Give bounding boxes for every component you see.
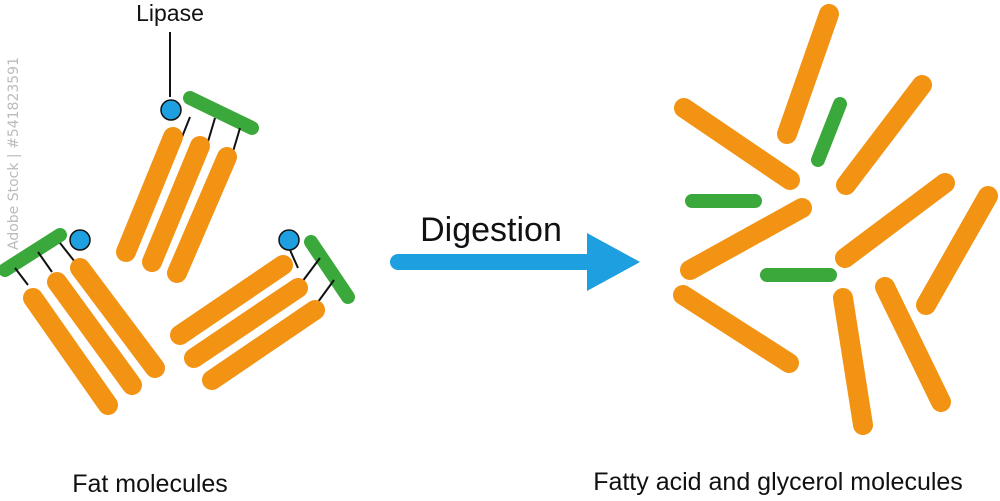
fatty-acid: [673, 285, 799, 373]
fatty-acid-chain: [170, 255, 293, 345]
bond-line: [289, 249, 299, 269]
bond-line: [59, 242, 76, 263]
products-label: Fatty acid and glycerol molecules: [593, 468, 963, 496]
bond-line: [317, 279, 335, 303]
bond-line: [37, 251, 53, 273]
fat-molecules-label: Fat molecules: [72, 470, 228, 498]
fatty-acid: [777, 4, 839, 144]
fat-molecule-left: [0, 228, 165, 415]
arrowhead: [587, 233, 640, 291]
digestion-label: Digestion: [420, 211, 562, 249]
fatty-acid-chain: [184, 278, 308, 368]
fatty-acid-chain: [70, 258, 165, 378]
bond-line: [14, 267, 29, 286]
glycerol-bar: [183, 91, 259, 135]
fatty-acid: [680, 198, 812, 280]
lipase-label: Lipase: [136, 0, 204, 26]
fatty-acid-chain: [23, 288, 118, 415]
fatty-acid-chain: [202, 300, 325, 390]
fatty-acid: [875, 277, 951, 412]
fatty-acid: [835, 173, 955, 268]
fatty-acid: [833, 288, 873, 435]
glycerol: [811, 97, 847, 167]
watermark: Adobe Stock | #541823591: [6, 57, 22, 250]
glycerol-bar: [304, 235, 355, 304]
bond-line: [181, 116, 191, 138]
fat-molecule-top: [116, 32, 259, 283]
products-cluster: [673, 4, 998, 435]
fatty-acid-chain: [142, 136, 210, 272]
fatty-acid-chain: [167, 147, 237, 283]
digestion-arrow: [390, 233, 640, 291]
glycerol-bar: [0, 228, 67, 277]
fatty-acid-chain: [47, 272, 142, 395]
fatty-acid-chain: [116, 127, 183, 262]
fatty-acid: [836, 75, 932, 195]
fatty-acid: [674, 98, 800, 190]
lipase-enzyme: [69, 229, 91, 251]
lipase-enzyme: [278, 229, 300, 251]
fatty-acid: [916, 186, 998, 315]
lipase-enzyme: [160, 99, 182, 121]
fat-molecule-right: [170, 229, 355, 390]
bond-line: [301, 257, 321, 283]
